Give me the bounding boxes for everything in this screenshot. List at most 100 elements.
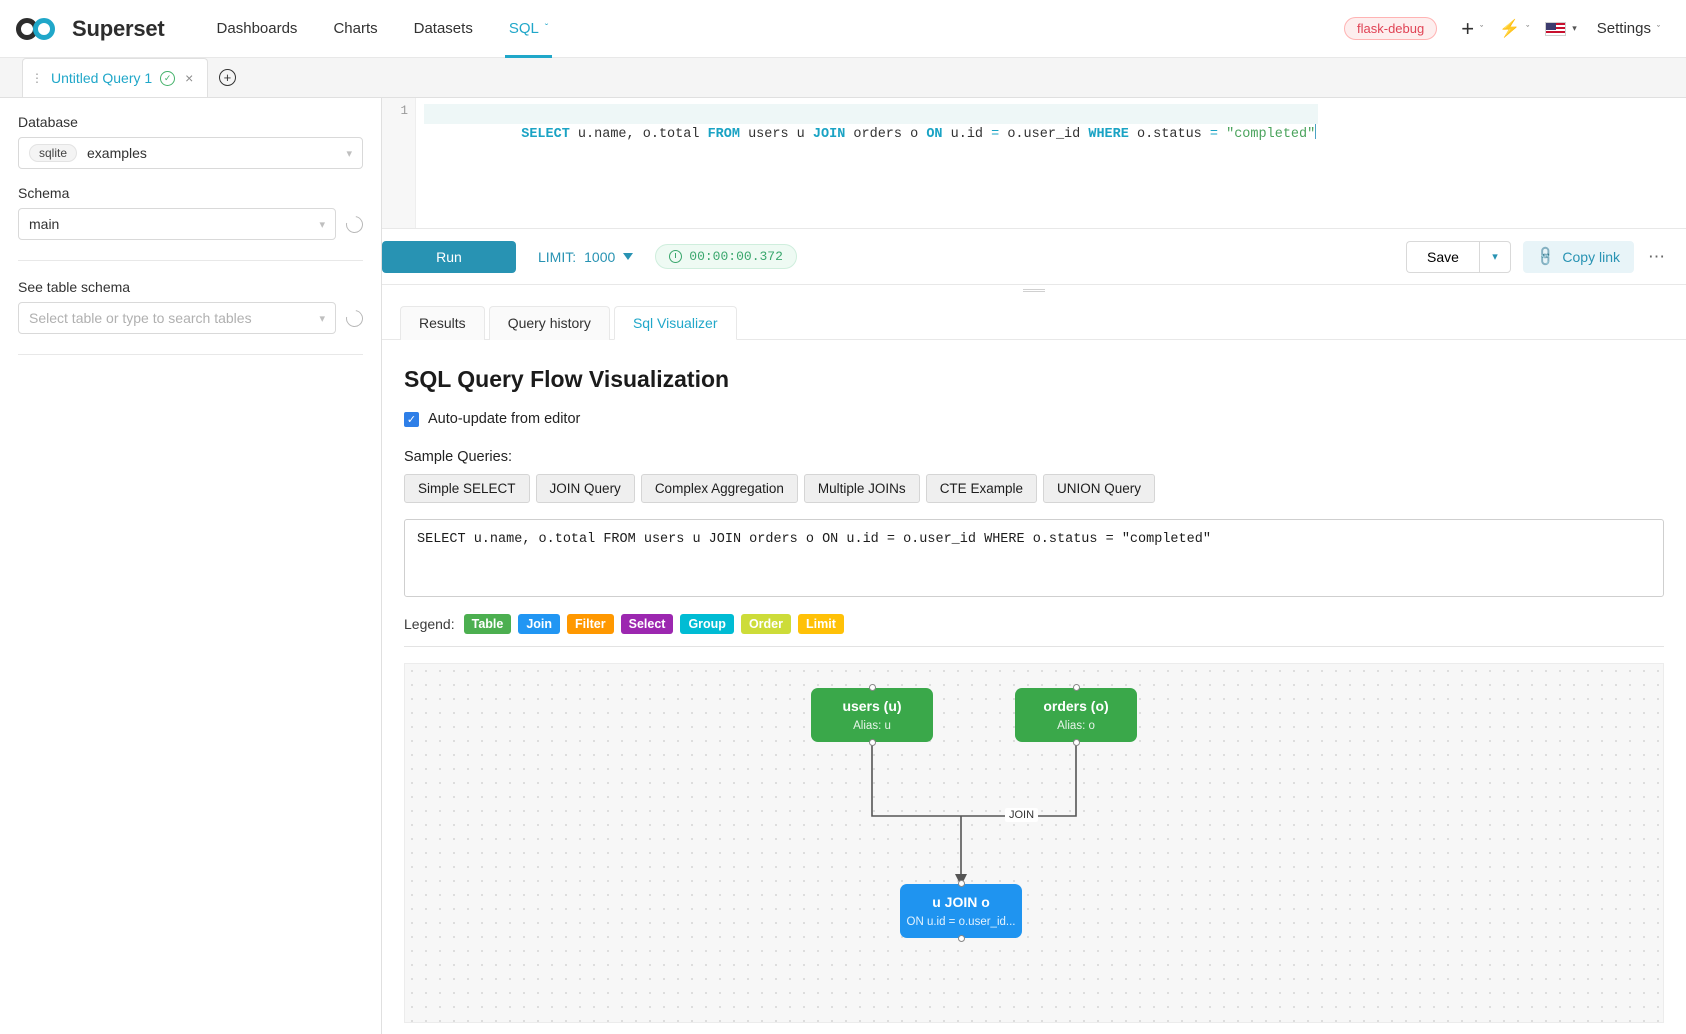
chevron-down-icon: ˇ xyxy=(1657,23,1660,34)
node-port-top xyxy=(1072,684,1080,691)
bolt-menu-button[interactable]: ⚡ ˇ xyxy=(1493,16,1535,41)
flow-node-join[interactable]: u JOIN o ON u.id = o.user_id... xyxy=(900,880,1022,942)
sample-complex-aggregation-button[interactable]: Complex Aggregation xyxy=(640,474,798,503)
database-label: Database xyxy=(18,114,78,130)
query-timer: 00:00:00.372 xyxy=(655,244,797,269)
plus-icon: + xyxy=(1461,15,1475,41)
legend: Legend: Table Join Filter Select Group O… xyxy=(404,614,1664,634)
us-flag-icon xyxy=(1545,21,1567,36)
token-join: JOIN xyxy=(812,127,846,142)
timer-value: 00:00:00.372 xyxy=(689,249,783,264)
settings-menu-button[interactable]: Settings ˇ xyxy=(1587,16,1664,41)
tab-sql-visualizer[interactable]: Sql Visualizer xyxy=(613,306,737,340)
run-button[interactable]: Run xyxy=(382,240,516,273)
database-value: examples xyxy=(87,145,147,161)
node-port-bottom xyxy=(1072,739,1080,746)
new-menu-button[interactable]: + ˇ xyxy=(1455,14,1489,44)
editor-line-1: SELECT u.name, o.total FROM users u JOIN… xyxy=(424,104,1319,142)
visualizer-query-textarea[interactable] xyxy=(404,519,1664,597)
edge-label-join: JOIN xyxy=(1005,808,1039,822)
legend-chip-group: Group xyxy=(680,614,734,634)
copy-link-button[interactable]: 🔗 Copy link xyxy=(1522,240,1634,273)
nav-item-datasets[interactable]: Datasets xyxy=(396,0,491,58)
chevron-down-icon: ▾ xyxy=(319,218,325,231)
nav-label: SQL xyxy=(508,20,539,37)
table-select[interactable]: Select table or type to search tables ▾ xyxy=(18,302,336,334)
chevron-down-icon: ˇ xyxy=(1526,23,1530,34)
token-space xyxy=(1218,127,1226,142)
chevron-down-icon: ▾ xyxy=(346,147,352,160)
auto-update-row: ✓ Auto-update from editor xyxy=(404,411,1664,427)
flow-edges xyxy=(871,742,1077,886)
table-placeholder: Select table or type to search tables xyxy=(29,310,252,326)
brand-name: Superset xyxy=(72,15,165,41)
add-query-tab-button[interactable]: + xyxy=(208,58,246,97)
token-from: FROM xyxy=(707,127,740,142)
database-select[interactable]: sqlite examples ▾ xyxy=(18,137,363,169)
flow-node-orders[interactable]: orders (o) Alias: o xyxy=(1015,684,1137,746)
copy-link-label: Copy link xyxy=(1562,248,1620,265)
tab-query-history[interactable]: Query history xyxy=(488,306,610,340)
sample-simple-select-button[interactable]: Simple SELECT xyxy=(404,474,530,503)
top-navbar: Superset Dashboards Charts Datasets SQL … xyxy=(0,0,1686,58)
sample-join-query-button[interactable]: JOIN Query xyxy=(535,474,635,503)
sql-visualizer-panel: SQL Query Flow Visualization ✓ Auto-upda… xyxy=(382,340,1686,1034)
check-circle-icon: ✓ xyxy=(160,70,176,86)
sample-cte-example-button[interactable]: CTE Example xyxy=(925,474,1037,503)
editor-code-area[interactable]: SELECT u.name, o.total FROM users u JOIN… xyxy=(416,98,1686,228)
query-tab-untitled-query-1[interactable]: ⋮ Untitled Query 1 ✓ × xyxy=(22,58,209,97)
page-title: SQL Query Flow Visualization xyxy=(404,366,730,392)
link-icon: 🔗 xyxy=(1533,244,1558,268)
nav-item-sql[interactable]: SQL ˇ xyxy=(491,0,566,58)
more-options-icon[interactable]: ⋯ xyxy=(1648,246,1666,266)
right-editor-panel: 1 SELECT u.name, o.total FROM users u JO… xyxy=(382,98,1686,1034)
node-title: u JOIN o xyxy=(932,894,990,910)
schema-row: main ▾ xyxy=(18,208,367,240)
superset-logo[interactable]: Superset xyxy=(16,16,165,42)
token-completed: "completed" xyxy=(1226,127,1316,142)
settings-label: Settings xyxy=(1596,20,1651,37)
node-port-top xyxy=(868,684,876,691)
nav-item-dashboards[interactable]: Dashboards xyxy=(199,0,316,58)
legend-chip-table: Table xyxy=(463,614,512,634)
schema-select[interactable]: main ▾ xyxy=(18,208,336,240)
auto-update-checkbox[interactable]: ✓ xyxy=(404,411,419,427)
close-icon[interactable]: × xyxy=(185,70,194,86)
token-users: users u xyxy=(739,127,813,142)
flask-debug-badge: flask-debug xyxy=(1344,17,1438,40)
panel-divider xyxy=(18,260,363,261)
token-userid: o.user_id xyxy=(999,127,1089,142)
sample-union-query-button[interactable]: UNION Query xyxy=(1042,474,1155,503)
tab-results[interactable]: Results xyxy=(400,306,485,340)
save-button[interactable]: Save xyxy=(1406,240,1479,273)
token-orders: orders o xyxy=(845,127,927,142)
database-engine-chip: sqlite xyxy=(29,144,78,162)
token-cols: u.name, o.total xyxy=(569,127,708,142)
panel-resize-handle[interactable] xyxy=(382,285,1686,295)
workspace: Database sqlite examples ▾ Schema main ▾… xyxy=(0,98,1686,1034)
token-uid: u.id xyxy=(942,127,992,142)
schema-value: main xyxy=(29,216,60,232)
legend-title: Legend: xyxy=(404,616,455,632)
language-menu-button[interactable]: ▾ xyxy=(1539,18,1583,40)
node-title: users (u) xyxy=(842,698,902,714)
toolbar-right: Save ▾ 🔗 Copy link ⋯ xyxy=(1406,240,1668,273)
nav-item-charts[interactable]: Charts xyxy=(315,0,395,58)
sample-multiple-joins-button[interactable]: Multiple JOINs xyxy=(803,474,920,503)
plus-circle-icon: + xyxy=(218,69,236,86)
refresh-schema-icon[interactable] xyxy=(342,212,367,236)
flow-canvas[interactable]: users (u) Alias: u orders (o) Alias: o J… xyxy=(404,663,1664,1023)
limit-dropdown[interactable]: LIMIT: 1000 xyxy=(538,248,634,265)
query-tab-label: Untitled Query 1 xyxy=(51,70,153,86)
token-on: ON xyxy=(926,127,943,142)
save-dropdown-button[interactable]: ▾ xyxy=(1478,240,1511,273)
legend-chip-order: Order xyxy=(740,614,791,634)
drag-dots-icon[interactable]: ⋮ xyxy=(31,71,43,85)
refresh-tables-icon[interactable] xyxy=(342,306,367,330)
primary-nav: Dashboards Charts Datasets SQL ˇ xyxy=(199,0,567,58)
save-group: Save ▾ xyxy=(1406,240,1511,273)
ace-editor[interactable]: 1 SELECT u.name, o.total FROM users u JO… xyxy=(382,98,1686,228)
limit-label: LIMIT: xyxy=(538,248,577,265)
flow-node-users[interactable]: users (u) Alias: u xyxy=(811,684,933,746)
legend-divider xyxy=(404,646,1664,647)
